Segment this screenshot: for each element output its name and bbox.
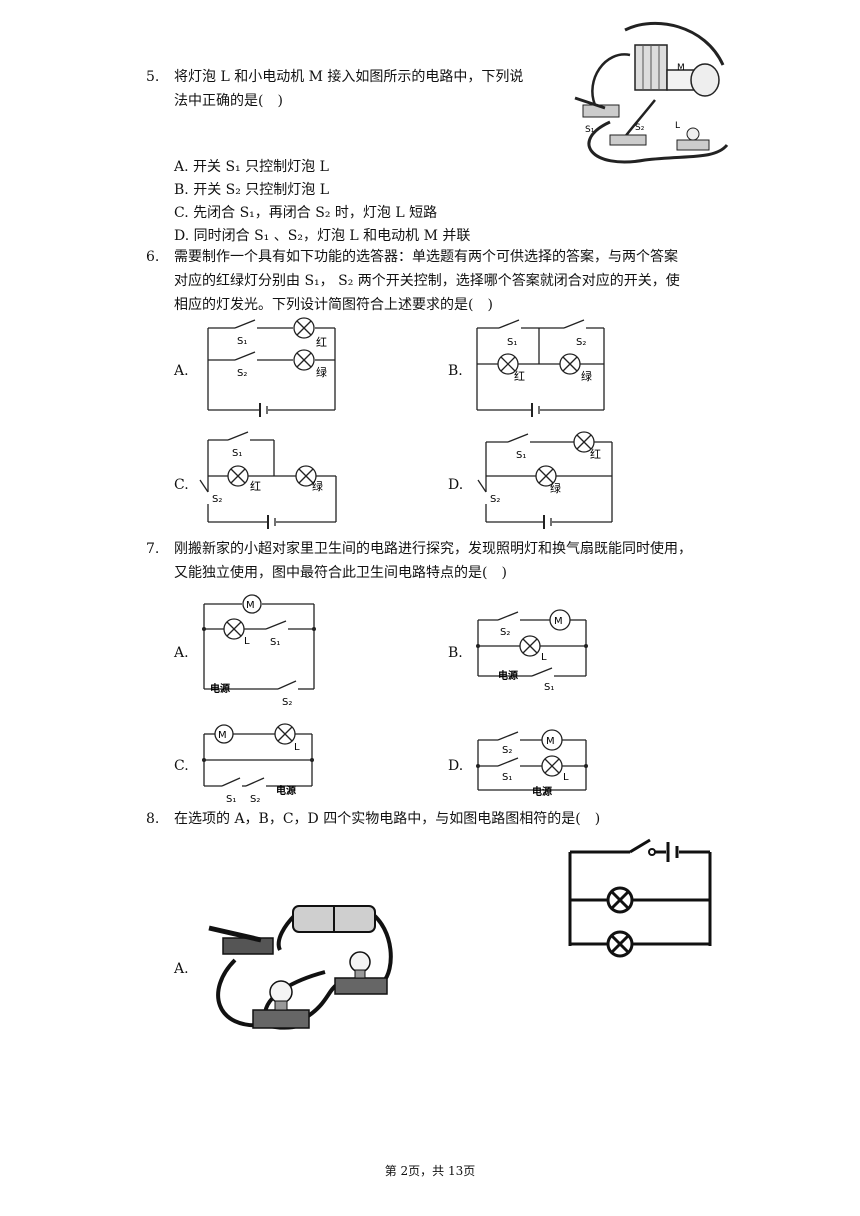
q7c-label-m: M [218,730,227,741]
q7b-label-s1: S₁ [544,682,554,693]
q6-stem-line-2: 对应的红绿灯分别由 S₁， S₂ 两个开关控制，选择哪个答案就闭合对应的开关，使 [174,273,680,289]
q5-photo-label-l: L [675,121,680,131]
q5-photo-label-m: M [677,63,685,73]
q7-option-c-label[interactable]: C. [174,758,189,774]
q7d-label-m: M [546,736,555,747]
q6a-label-s1: S₁ [237,336,247,347]
q7-stem-line-1: 刚搬新家的小超对家里卫生间的电路进行探究，发现照明灯和换气扇既能同时使用， [174,541,692,557]
q8-option-a-label[interactable]: A. [174,961,189,977]
q6d-label-s1: S₁ [516,450,526,461]
q5-option-b[interactable]: B. 开关 S₂ 只控制灯泡 L [174,179,329,201]
q5-option-a-label: A. [174,159,189,175]
q7a-label-power: 电源 [210,682,230,695]
q8-number: 8. [146,811,160,827]
q5-option-c-text: 先闭合 S₁，再闭合 S₂ 时，灯泡 L 短路 [193,205,438,221]
q5-stem-line-2: 法中正确的是( ) [174,93,283,109]
q5-option-c[interactable]: C. 先闭合 S₁，再闭合 S₂ 时，灯泡 L 短路 [174,202,437,224]
q7a-label-m: M [246,600,255,611]
q5-option-c-label: C. [174,205,189,221]
q7d-label-s2: S₂ [502,745,512,756]
q6a-label-s2: S₂ [237,368,247,379]
q5-option-d[interactable]: D. 同时闭合 S₁ 、S₂，灯泡 L 和电动机 M 并联 [174,225,470,247]
q6-option-b-label[interactable]: B. [448,363,463,379]
q7a-label-s1: S₁ [270,637,280,648]
q7-diagram-c: M L S₁ S₂ 电源 [202,723,314,805]
q5-photo-label-s1: S₁ [585,125,595,135]
q6b-label-green: 绿 [581,369,592,383]
q7-diagram-b: S₂ M L 电源 S₁ [476,609,588,693]
q7c-label-power: 电源 [276,784,296,797]
q5-option-b-text: 开关 S₂ 只控制灯泡 L [193,182,330,198]
q6-option-a-label[interactable]: A. [174,363,189,379]
q8-stem: 在选项的 A，B，C，D 四个实物电路中，与如图电路图相符的是( ) [174,811,601,827]
q6a-label-red: 红 [316,336,327,349]
q7b-label-s2: S₂ [500,627,510,638]
q6-diagram-d: S₁ 红 绿 S₂ [477,431,613,529]
q7-number: 7. [146,541,160,557]
q6-option-c-label[interactable]: C. [174,477,189,493]
q7-option-a-label[interactable]: A. [174,645,189,661]
q6-diagram-b: S₁ S₂ 红 绿 [476,319,605,417]
q6-option-d-label[interactable]: D. [448,477,464,493]
q5-option-a[interactable]: A. 开关 S₁ 只控制灯泡 L [174,156,329,178]
q7-option-b-label[interactable]: B. [448,645,463,661]
q6d-label-green: 绿 [550,481,561,495]
q7-stem-line-2: 又能独立使用，图中最符合此卫生间电路特点的是( ) [174,565,507,581]
q7c-label-s1: S₁ [226,794,236,805]
q5-option-a-text: 开关 S₁ 只控制灯泡 L [193,159,329,175]
q6a-label-green: 绿 [316,365,327,379]
q6b-label-red: 红 [514,370,525,383]
q7c-label-s2: S₂ [250,794,260,805]
q5-number: 5. [146,69,160,85]
q6b-label-s2: S₂ [576,337,586,348]
q5-stem-line-1: 将灯泡 L 和小电动机 M 接入如图所示的电路中，下列说 [174,69,524,85]
q7d-label-l: L [563,772,569,783]
q6-diagram-c: S₁ 红 绿 S₂ [199,431,337,529]
q8-reference-circuit [568,838,712,958]
q5-option-d-label: D. [174,228,190,244]
q5-option-b-label: B. [174,182,189,198]
q6-stem-line-1: 需要制作一个具有如下功能的选答器：单选题有两个可供选择的答案，与两个答案 [174,249,678,265]
q6d-label-red: 红 [590,448,601,461]
q5-circuit-photo: M S₁ S₂ L [574,22,729,164]
q7a-label-s2: S₂ [282,697,292,708]
q6b-label-s1: S₁ [507,337,517,348]
q5-option-d-text: 同时闭合 S₁ 、S₂，灯泡 L 和电动机 M 并联 [193,228,471,244]
q6-stem-line-3: 相应的灯发光。下列设计简图符合上述要求的是( ) [174,297,493,313]
q7-diagram-d: S₂ M S₁ L 电源 [476,729,588,798]
q5-photo-label-s2: S₂ [635,123,645,133]
q7-diagram-a: M L S₁ 电源 S₂ [202,594,316,708]
q7b-label-l: L [541,652,547,663]
q6-number: 6. [146,249,160,265]
q6c-label-red: 红 [250,480,261,493]
q7-option-d-label[interactable]: D. [448,758,464,774]
page-footer: 第 2页，共 13页 [384,1164,476,1178]
q7b-label-m: M [554,616,563,627]
q6d-label-s2: S₂ [490,494,500,505]
q6c-label-s2: S₂ [212,494,222,505]
q6-diagram-a: S₁ 红 S₂ 绿 [207,317,336,417]
q7d-label-power: 电源 [532,785,552,798]
q7d-label-s1: S₁ [502,772,512,783]
q6c-label-s1: S₁ [232,448,242,459]
q7a-label-l: L [244,636,250,647]
q6c-label-green: 绿 [312,479,323,493]
q8-option-a-photo [208,905,393,1030]
q7b-label-power: 电源 [498,669,518,682]
q7c-label-l: L [294,742,300,753]
